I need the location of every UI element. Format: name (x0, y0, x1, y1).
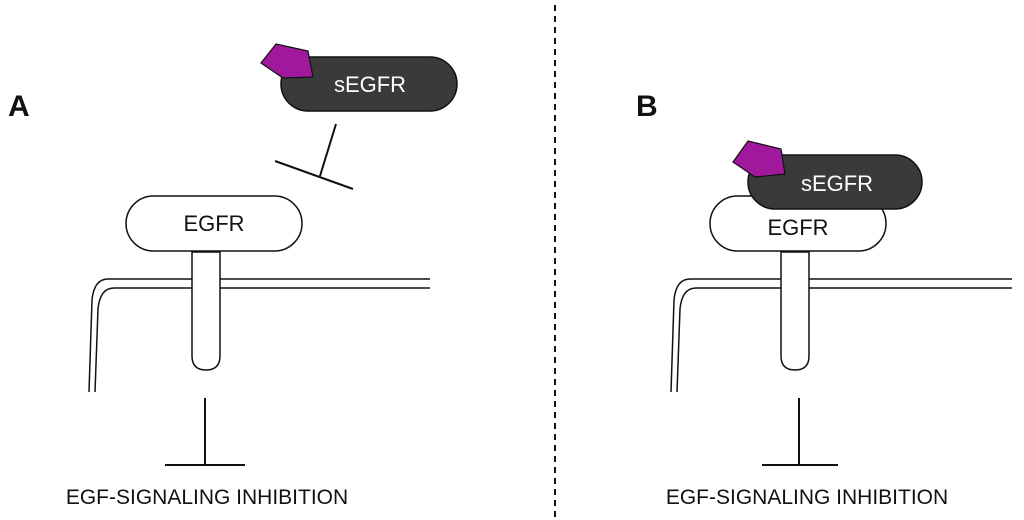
panel-b-caption: EGF-SIGNALING INHIBITION (666, 486, 948, 509)
panel-a-segfr-inhibition-symbol (274, 123, 354, 190)
panel-a-segfr (280, 56, 458, 112)
panel-a-segfr-label: sEGFR (334, 72, 406, 97)
panel-b-letter: B (636, 90, 658, 123)
panel-b-egfr-stalk (780, 251, 810, 371)
panel-a-membrane (88, 278, 430, 393)
panel-a-egfr-receptor (125, 195, 303, 252)
panel-a-signaling-inhibition-symbol (165, 398, 245, 466)
panel-b-ligand-pentagon (732, 140, 786, 178)
panel-a: A EGFR sEGFR EGF-SIGNALING INHIBITION (8, 43, 458, 509)
panel-a-egfr-stalk (191, 251, 221, 371)
panel-a-ligand-pentagon (260, 43, 314, 79)
panel-a-caption: EGF-SIGNALING INHIBITION (66, 486, 348, 509)
panel-a-egfr-label: EGFR (183, 211, 244, 236)
panel-b-segfr (747, 154, 923, 210)
panel-a-letter: A (8, 90, 30, 123)
panel-b-membrane (670, 278, 1012, 393)
panel-b: B EGFR sEGFR EGF-SIGNALING INHIBITION (636, 90, 1012, 509)
panel-b-signaling-inhibition-symbol (762, 398, 838, 466)
panel-b-egfr-label: EGFR (767, 215, 828, 240)
panel-b-segfr-label: sEGFR (801, 171, 873, 196)
